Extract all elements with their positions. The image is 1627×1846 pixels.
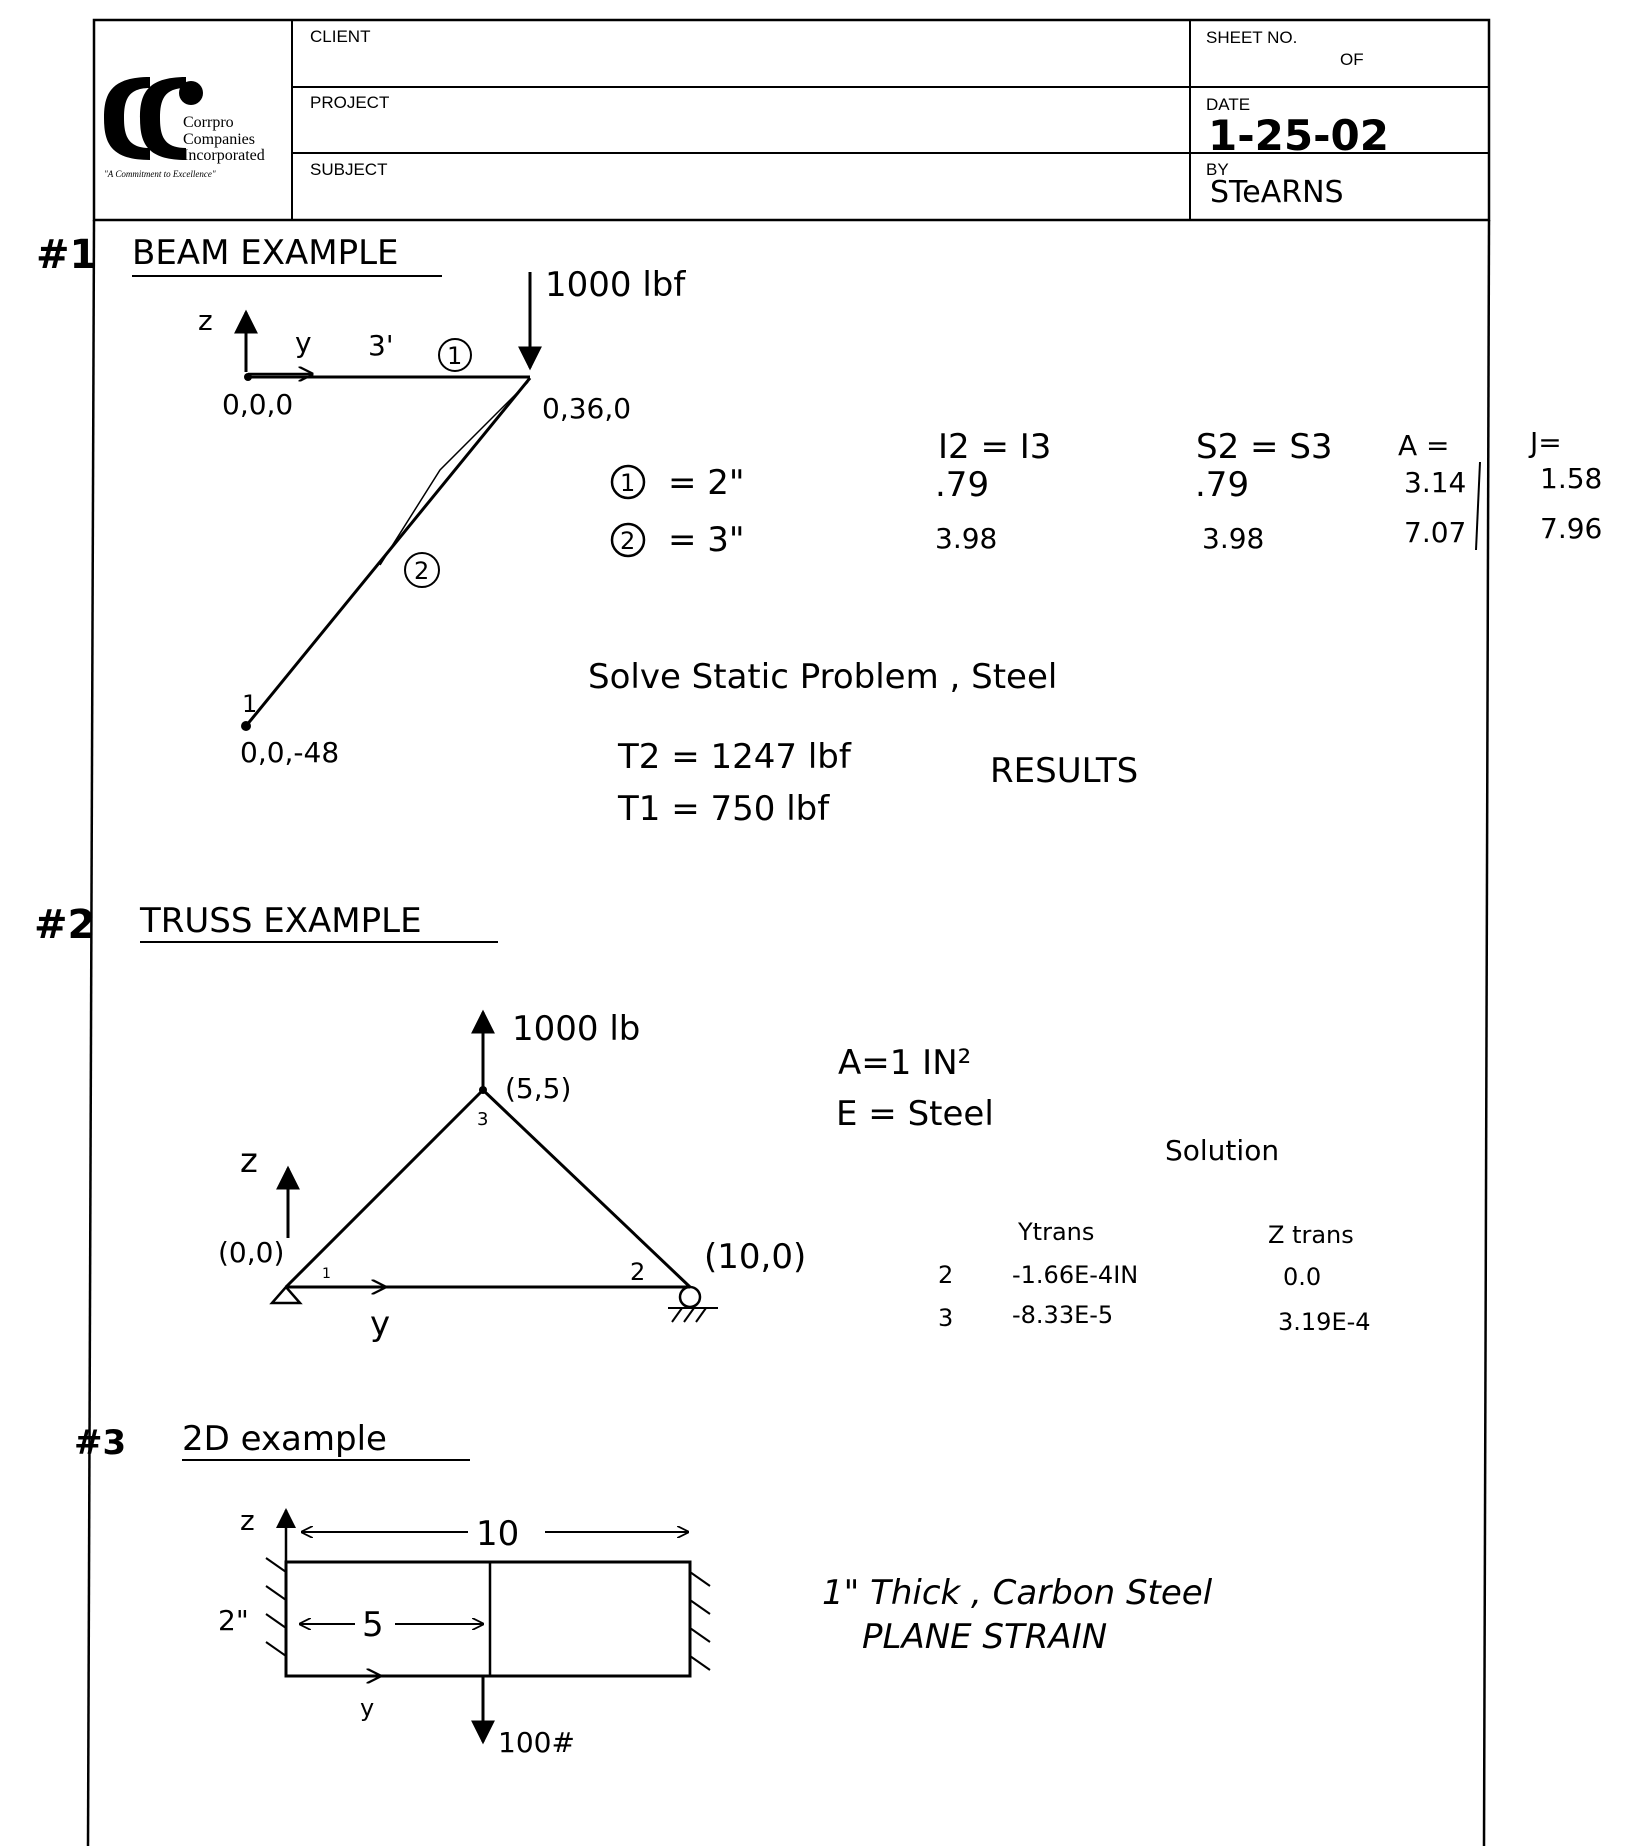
member-2-tag xyxy=(404,552,440,588)
subject-label: SUBJECT xyxy=(310,160,387,179)
left-border xyxy=(86,219,96,1846)
truss-axis-z: z xyxy=(240,1141,258,1181)
apex-coords: (5,5) xyxy=(505,1072,571,1105)
left-fixed-support xyxy=(265,1557,287,1657)
example-3-number: #3 xyxy=(74,1423,126,1463)
row-2-i: 3.98 xyxy=(935,522,997,555)
node-origin: 0,0,0 xyxy=(222,388,293,421)
node-base-number: 1 xyxy=(242,690,257,718)
beam-axis-y: y xyxy=(295,326,312,359)
example-2-number: #2 xyxy=(34,902,95,948)
result-row-1-ztrans: 0.0 xyxy=(1283,1263,1321,1291)
beam-axis-z: z xyxy=(198,304,213,337)
member-1-tag xyxy=(438,338,472,372)
client-label: CLIENT xyxy=(310,27,370,46)
prop-i-header: I2 = I3 xyxy=(938,427,1051,467)
plate-axis-z: z xyxy=(240,1504,255,1537)
node-tip: 0,36,0 xyxy=(542,392,631,425)
plate-outline xyxy=(284,1560,692,1678)
row-2-member-number: 2 xyxy=(620,527,635,555)
date-value: 1-25-02 xyxy=(1208,111,1389,160)
by-label: BY xyxy=(1206,160,1229,179)
beam-length: 3' xyxy=(368,329,394,362)
roller-support xyxy=(678,1285,702,1309)
truss-area: A=1 IN² xyxy=(838,1043,971,1083)
result-row-1-node: 2 xyxy=(938,1261,953,1289)
sheet-no-label: SHEET NO. xyxy=(1206,28,1297,47)
row-1-j: 1.58 xyxy=(1540,462,1602,495)
truss-material: E = Steel xyxy=(836,1094,994,1134)
row-2-j: 7.96 xyxy=(1540,512,1602,545)
right-border xyxy=(1482,219,1491,1846)
logo-tagline: "A Commitment to Excellence" xyxy=(104,169,216,179)
pin-support xyxy=(269,1285,303,1305)
logo-line-3: Incorporated xyxy=(183,147,265,164)
result-row-2-ytrans: -8.33E-5 xyxy=(1012,1301,1113,1329)
example-1-number: #1 xyxy=(36,232,97,278)
plate-example: #3 2D example z 10 5 2" xyxy=(74,1419,1213,1759)
plate-note-2: PLANE STRAIN xyxy=(862,1617,1107,1657)
right-node-coords: (10,0) xyxy=(704,1237,806,1277)
date-label: DATE xyxy=(1206,95,1250,114)
row-1-i: .79 xyxy=(935,465,989,505)
prop-j-header: J= xyxy=(1528,426,1562,459)
solution-label: Solution xyxy=(1165,1134,1279,1167)
truss-member-left xyxy=(284,1088,485,1289)
ztrans-header: Z trans xyxy=(1268,1221,1354,1249)
node-1-label: 1 xyxy=(322,1266,331,1282)
example-1-title: BEAM EXAMPLE xyxy=(132,233,399,273)
plate-width: 10 xyxy=(476,1514,519,1554)
left-node-coords: (0,0) xyxy=(218,1236,284,1269)
t1-result: T1 = 750 lbf xyxy=(617,789,830,829)
truss-axis-y: y xyxy=(370,1304,390,1344)
row-2-a: 7.07 xyxy=(1404,516,1466,549)
plate-half-width: 5 xyxy=(362,1605,384,1645)
beam-example: #1 BEAM EXAMPLE z y 3' 1 1000 lbf 2 0,0,… xyxy=(36,232,1602,829)
right-fixed-support xyxy=(689,1571,711,1671)
row-1-member-tag xyxy=(610,464,646,500)
node-base: 0,0,-48 xyxy=(240,736,339,769)
result-row-2-ztrans: 3.19E-4 xyxy=(1278,1308,1371,1336)
row-2-diameter: = 3" xyxy=(668,520,745,560)
node-2-label: 2 xyxy=(630,1258,645,1286)
row-2-member-tag xyxy=(610,522,646,558)
logo-line-2: Companies xyxy=(183,131,255,148)
t2-result: T2 = 1247 lbf xyxy=(617,737,852,777)
logo-line-1: Corrpro xyxy=(183,114,234,131)
row-2-s: 3.98 xyxy=(1202,522,1264,555)
solve-note: Solve Static Problem , Steel xyxy=(588,657,1057,697)
truss-load: 1000 lb xyxy=(512,1009,640,1049)
by-value: STeARNS xyxy=(1210,175,1344,210)
project-label: PROJECT xyxy=(310,93,389,112)
example-3-title: 2D example xyxy=(182,1419,387,1459)
example-2-title: TRUSS EXAMPLE xyxy=(139,901,422,941)
plate-height: 2" xyxy=(218,1604,249,1637)
prop-a-header: A = xyxy=(1398,429,1450,462)
title-block: Corrpro Companies Incorporated "A Commit… xyxy=(92,18,1491,222)
prop-s-header: S2 = S3 xyxy=(1196,427,1333,467)
results-label: RESULTS xyxy=(990,751,1138,791)
member-2-tag-number: 2 xyxy=(414,557,429,585)
of-label: OF xyxy=(1340,50,1364,69)
ytrans-header: Ytrans xyxy=(1017,1218,1094,1246)
row-1-a: 3.14 xyxy=(1404,466,1466,499)
truss-member-right xyxy=(481,1088,692,1289)
corrpro-logo: Corrpro Companies Incorporated "A Commit… xyxy=(104,77,265,179)
plate-axis-y: y xyxy=(360,1694,374,1722)
plate-note-1: 1" Thick , Carbon Steel xyxy=(822,1573,1213,1613)
member-1-tag-number: 1 xyxy=(447,342,462,370)
row-1-diameter: = 2" xyxy=(668,463,745,503)
node-3-label: 3 xyxy=(477,1109,488,1130)
row-1-member-number: 1 xyxy=(620,469,635,497)
truss-example: #2 TRUSS EXAMPLE 1000 lb (5,5) 3 z y (0,… xyxy=(34,901,1371,1344)
beam-load: 1000 lbf xyxy=(545,265,686,305)
result-row-1-ytrans: -1.66E-4IN xyxy=(1012,1261,1138,1289)
result-row-2-node: 3 xyxy=(938,1304,953,1332)
row-1-s: .79 xyxy=(1195,465,1249,505)
plate-load: 100# xyxy=(498,1726,575,1759)
